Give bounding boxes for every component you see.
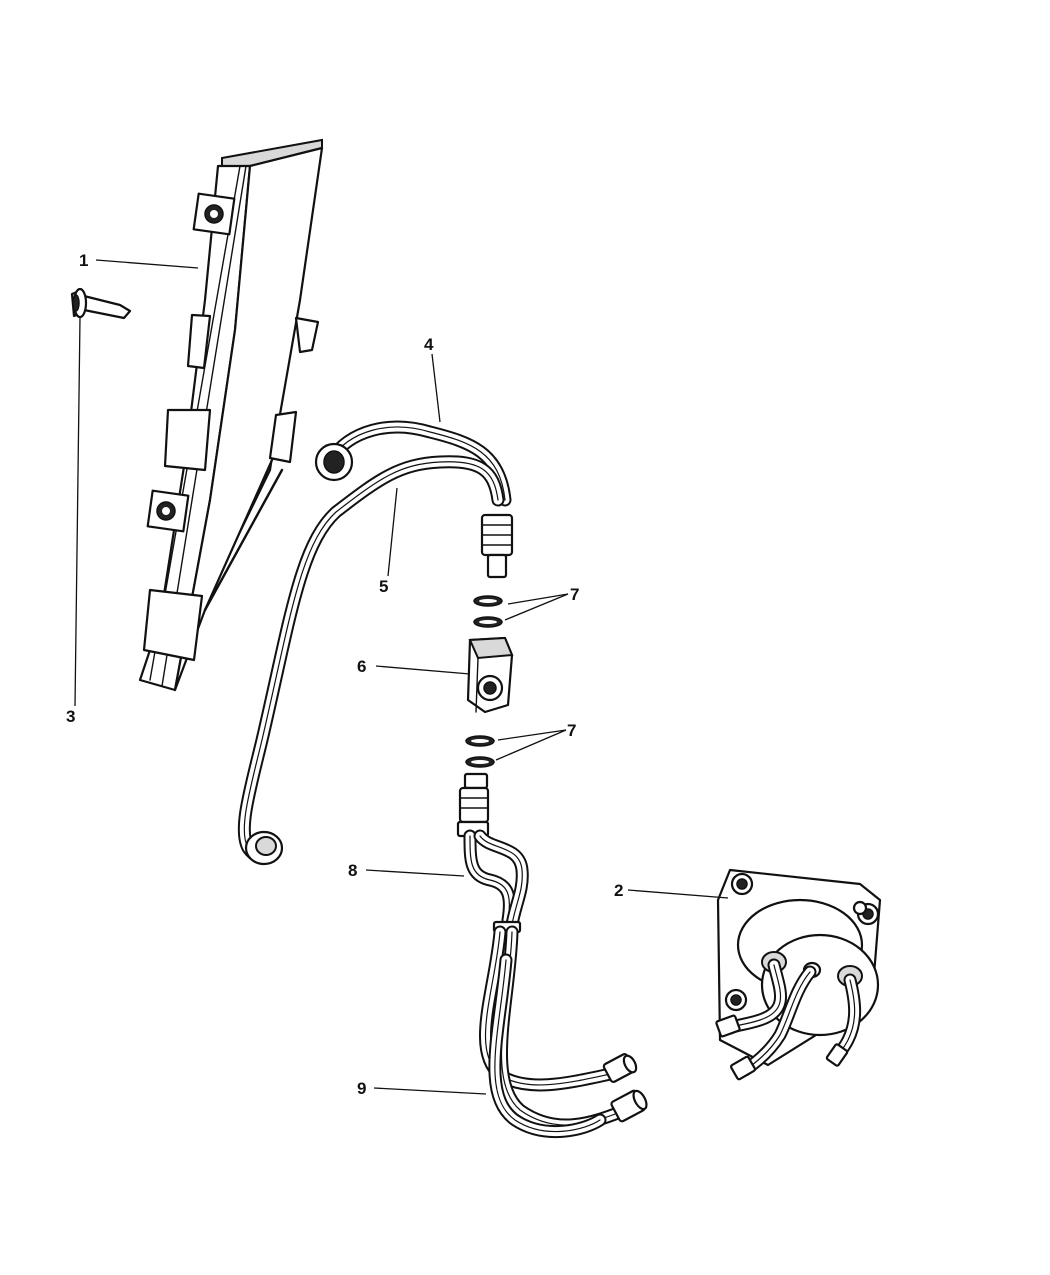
- leader-lines: [74, 259, 729, 1095]
- o-rings-lower: [465, 735, 495, 768]
- lower-lines: [479, 925, 648, 1139]
- cooler-panel: [138, 138, 324, 692]
- long-line: [237, 455, 514, 866]
- mid-line: [456, 772, 529, 934]
- callout-5: 5: [379, 577, 388, 596]
- callout-7-lower: 7: [567, 721, 576, 740]
- callout-6: 6: [357, 657, 366, 676]
- filter-unit: [715, 868, 882, 1081]
- callout-7-upper: 7: [570, 585, 579, 604]
- connector-block: [466, 636, 514, 714]
- callout-3: 3: [66, 707, 75, 726]
- bolt: [70, 287, 132, 320]
- callout-4: 4: [424, 335, 434, 354]
- o-rings-upper: [473, 595, 503, 628]
- callout-2: 2: [614, 881, 623, 900]
- callout-9: 9: [357, 1079, 366, 1098]
- callout-8: 8: [348, 861, 357, 880]
- callout-1: 1: [79, 251, 88, 270]
- callout-labels: 1 2 3 4 5 6 7 7 8 9: [66, 251, 623, 1098]
- upper-line: [314, 420, 512, 507]
